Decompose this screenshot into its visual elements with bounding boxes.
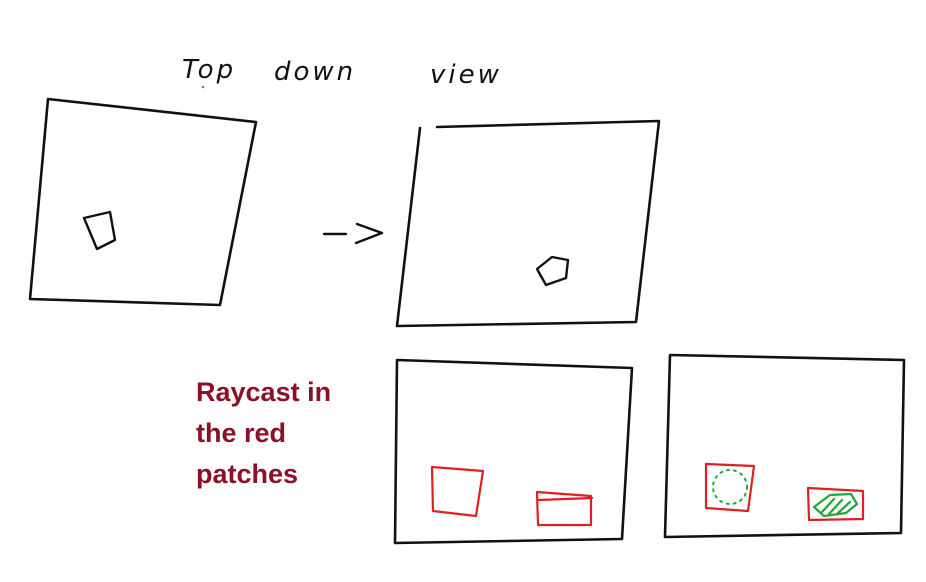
red-patch-left <box>430 465 485 518</box>
note-line-1: Raycast in <box>196 377 332 407</box>
object-after <box>535 255 570 287</box>
green-hit-object <box>812 492 859 518</box>
raycast-frame-hits <box>663 353 906 539</box>
note-line-2: the red <box>196 418 287 448</box>
raycast-note: Raycast in the red patches <box>196 372 396 495</box>
arrow-icon <box>322 222 384 245</box>
dotted-hit-outline <box>712 469 748 505</box>
before-frame <box>28 97 258 307</box>
title-word-top: Top <box>182 55 236 85</box>
stray-dot <box>201 85 205 89</box>
title-word-view: view <box>430 60 502 90</box>
note-line-3: patches <box>196 459 299 489</box>
object-before <box>82 210 117 251</box>
raycast-frame-empty <box>393 358 634 545</box>
after-frame <box>395 119 661 328</box>
red-patch-hit-left <box>704 462 756 513</box>
red-patch-hit-right <box>806 486 865 522</box>
red-patch-right <box>535 490 594 527</box>
title-word-down: down <box>274 57 356 87</box>
